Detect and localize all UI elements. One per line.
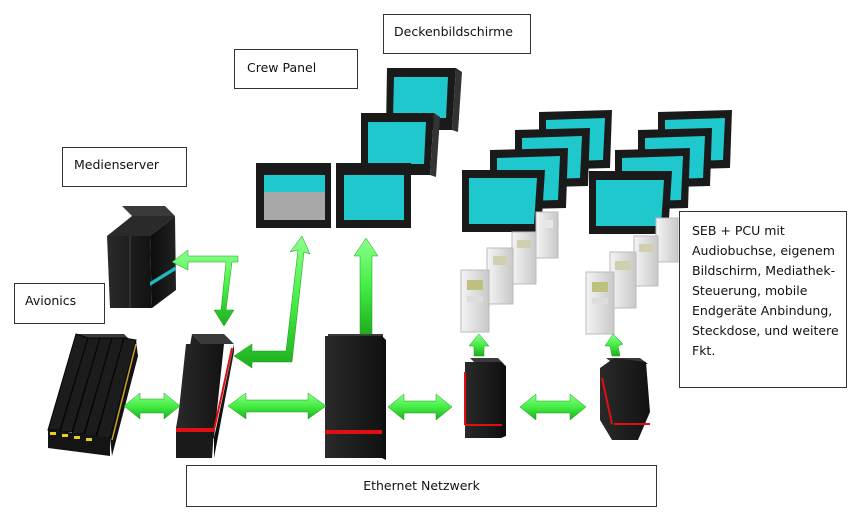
label-text: Avionics xyxy=(25,293,77,308)
label-avionics: Avionics xyxy=(14,283,105,324)
label-medienserver: Medienserver xyxy=(62,147,187,187)
arrow-mediaserver-switch xyxy=(171,249,239,327)
seat-electronics-box-left xyxy=(464,358,506,438)
arrow-mainserver-seatbox xyxy=(387,393,453,421)
label-text: SEB + PCU mit Audiobuchse, eigenem Bilds… xyxy=(692,223,839,358)
arrow-switch-mainserver xyxy=(227,392,327,420)
label-deckenbildschirme: Deckenbildschirme xyxy=(383,14,531,54)
seat-electronics-box-right xyxy=(600,358,650,440)
label-ethernet-netzwerk: Ethernet Netzwerk xyxy=(186,465,657,507)
avionics-rack xyxy=(47,333,138,456)
label-text: Crew Panel xyxy=(247,60,317,75)
seat-monitors-right-group xyxy=(589,110,732,234)
arrow-switch-crewpanel xyxy=(233,235,311,369)
seat-boxes-left xyxy=(460,211,559,333)
arrow-seatbox-seatbox xyxy=(519,393,587,421)
label-crew-panel: Crew Panel xyxy=(234,49,358,89)
seat-monitors-left-group xyxy=(462,110,612,232)
label-text: Ethernet Netzwerk xyxy=(363,478,480,493)
network-switch-left xyxy=(176,334,234,458)
media-server xyxy=(107,206,176,308)
crew-panel-monitor-left xyxy=(256,163,331,228)
label-text: Medienserver xyxy=(74,157,160,172)
arrow-seatbox-left-up xyxy=(468,333,490,357)
seat-box-icon xyxy=(535,211,559,259)
crew-panel-monitor-right xyxy=(336,163,411,228)
ceiling-monitor-middle xyxy=(361,113,440,177)
label-text: Deckenbildschirme xyxy=(394,24,513,39)
arrow-seatbox-right-up xyxy=(604,333,624,357)
seat-boxes-right xyxy=(585,217,679,335)
main-server xyxy=(325,334,386,460)
label-seb-pcu: SEB + PCU mit Audiobuchse, eigenem Bilds… xyxy=(679,211,847,388)
arrow-avionics-switch xyxy=(123,392,181,420)
arrow-mainserver-crewpanel xyxy=(353,237,379,335)
